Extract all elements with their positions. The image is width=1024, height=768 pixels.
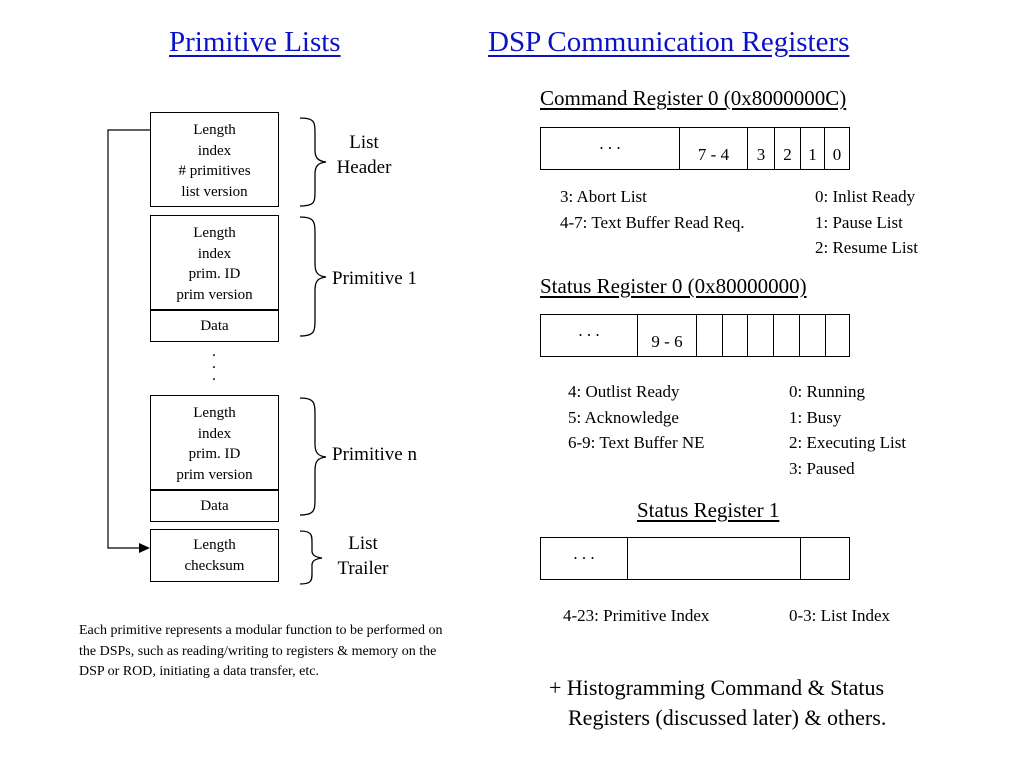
- command-register-0-heading: Command Register 0 (0x8000000C): [540, 86, 847, 110]
- st0-cell-4: [722, 315, 747, 356]
- st1-legend-right: 0-3: List Index: [789, 606, 891, 625]
- brace-list-header: [299, 117, 327, 207]
- cmd0-cell-2: 2: [774, 128, 800, 169]
- list-header-box: Length index # primitives list version: [150, 112, 279, 207]
- title-dsp-registers: DSP Communication Registers: [488, 26, 850, 58]
- st1-cell-ellipsis: . . .: [573, 544, 595, 563]
- st1-cell-primitive-index: [627, 538, 800, 579]
- brace-list-trailer: [299, 530, 323, 585]
- command-register-0: . . . 7 - 4 3 2 1 0: [540, 127, 850, 170]
- cmd0-cell-0: 0: [824, 128, 849, 169]
- cmd0-cell-1: 1: [800, 128, 824, 169]
- footer-line-1: + Histogramming Command & Status: [549, 675, 885, 700]
- cmd0-cell-7-4: 7 - 4: [679, 128, 747, 169]
- list-trailer-box: Length checksum: [150, 529, 279, 582]
- header-length: Length: [193, 122, 236, 138]
- st0-cell-5: [696, 315, 722, 356]
- prim1-id: prim. ID: [188, 266, 241, 282]
- primn-id: prim. ID: [188, 446, 241, 462]
- st0-cell-0: [825, 315, 849, 356]
- vertical-ellipsis: . . .: [212, 343, 216, 384]
- st1-legend-left: 4-23: Primitive Index: [563, 606, 710, 625]
- prim1-version: prim version: [176, 286, 253, 303]
- st0-cell-ellipsis: . . .: [578, 321, 600, 340]
- cmd0-cell-3: 3: [747, 128, 774, 169]
- prim1-index: index: [197, 245, 232, 262]
- primn-length: Length: [193, 405, 236, 421]
- cmd0-legend-left: 3: Abort List 4-7: Text Buffer Read Req.: [560, 187, 745, 232]
- brace-primitive-1: [299, 216, 327, 337]
- primn-data-label: Data: [200, 498, 229, 514]
- cmd0-legend-right: 0: Inlist Ready 1: Pause List 2: Resume …: [815, 187, 918, 257]
- trailer-checksum: checksum: [184, 557, 245, 574]
- primitive-n-data-box: Data: [150, 490, 279, 522]
- status-register-1-heading: Status Register 1: [637, 498, 780, 522]
- label-list-header: List Header: [336, 132, 392, 178]
- status-register-1: . . .: [540, 537, 850, 580]
- st1-cell-list-index: [800, 538, 849, 579]
- label-list-trailer: List Trailer: [337, 533, 389, 579]
- st0-legend-left: 4: Outlist Ready 5: Acknowledge 6-9: Tex…: [568, 382, 705, 452]
- title-primitive-lists: Primitive Lists: [169, 26, 341, 58]
- status-register-0: . . . 9 - 6: [540, 314, 850, 357]
- status-register-0-heading: Status Register 0 (0x80000000): [540, 274, 807, 298]
- primitive-1-box: Length index prim. ID prim version: [150, 215, 279, 310]
- header-num-primitives: # primitives: [178, 163, 251, 179]
- st0-cell-3: [747, 315, 773, 356]
- brace-primitive-n: [299, 397, 327, 516]
- footer-line-2: Registers (discussed later) & others.: [568, 705, 887, 730]
- cmd0-cell-ellipsis: . . .: [599, 134, 621, 153]
- trailer-length: Length: [193, 537, 236, 553]
- st0-cell-9-6: 9 - 6: [637, 315, 696, 356]
- header-list-version: list version: [181, 183, 248, 200]
- label-primitive-n: Primitive n: [332, 444, 417, 465]
- prim1-length: Length: [193, 225, 236, 241]
- primitive-n-box: Length index prim. ID prim version: [150, 395, 279, 490]
- st0-legend-right: 0: Running 1: Busy 2: Executing List 3: …: [789, 382, 907, 478]
- header-index: index: [197, 142, 232, 159]
- st0-cell-2: [773, 315, 799, 356]
- primitive-description-note: Each primitive represents a modular func…: [79, 623, 443, 679]
- primn-version: prim version: [176, 466, 253, 483]
- primitive-1-data-box: Data: [150, 310, 279, 342]
- primn-index: index: [197, 425, 232, 442]
- st0-cell-1: [799, 315, 825, 356]
- label-primitive-1: Primitive 1: [332, 268, 417, 289]
- prim1-data-label: Data: [200, 318, 229, 334]
